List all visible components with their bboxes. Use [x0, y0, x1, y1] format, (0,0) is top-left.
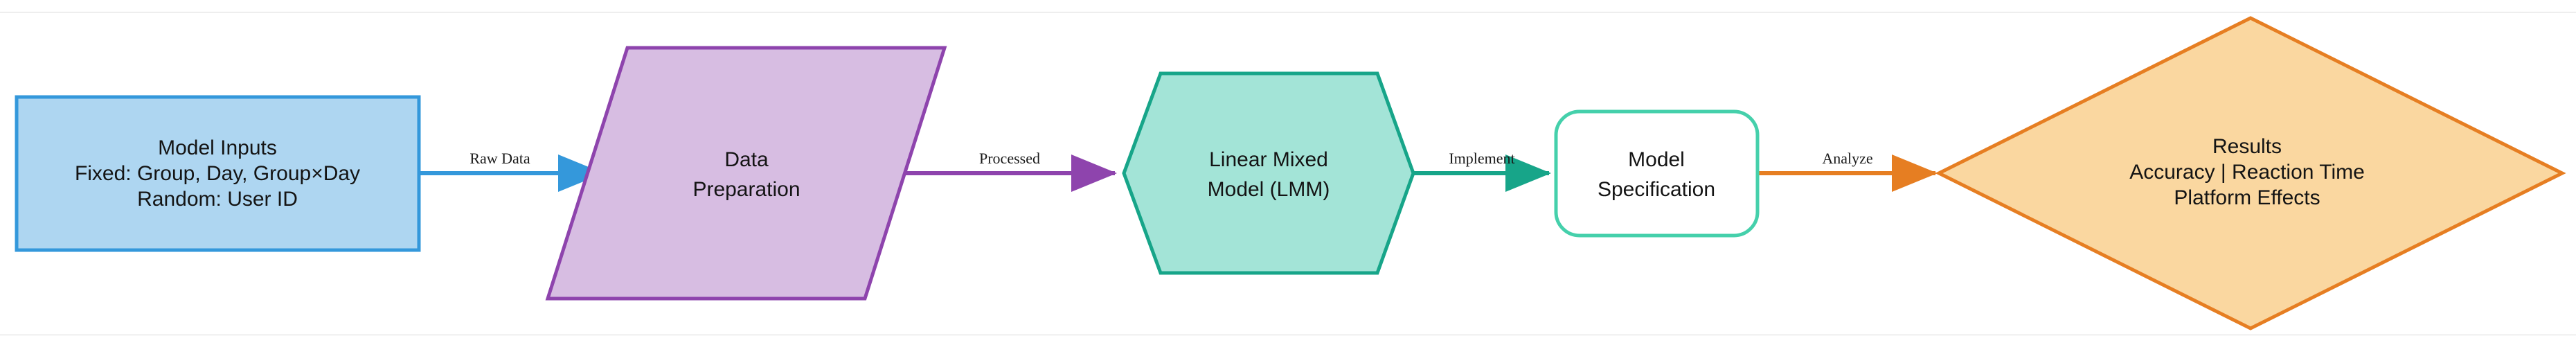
model-inputs-shape[interactable]: [15, 95, 421, 252]
linear-mixed-model-line-2: Model (LMM): [1208, 178, 1330, 201]
data-preparation-line-1: Data: [724, 148, 769, 171]
edge-processed: Processed: [904, 150, 1117, 192]
node-linear-mixed-model[interactable]: Linear Mixed Model (LMM): [1122, 71, 1415, 275]
edge-implement-label: Implement: [1449, 150, 1514, 167]
model-inputs-line-1: Model Inputs: [158, 136, 277, 159]
model-inputs-line-2: Fixed: Group, Day, Group×Day: [75, 162, 360, 185]
data-preparation-line-2: Preparation: [692, 178, 800, 201]
data-preparation-shape[interactable]: [545, 46, 947, 301]
node-results[interactable]: Results Accuracy | Reaction Time Platfor…: [1935, 16, 2566, 330]
results-line-1: Results: [2212, 135, 2282, 158]
edge-implement: Implement: [1414, 150, 1551, 192]
node-data-preparation[interactable]: Data Preparation: [545, 46, 947, 301]
linear-mixed-model-shape[interactable]: [1122, 71, 1415, 275]
model-inputs-line-3: Random: User ID: [137, 188, 298, 211]
node-model-inputs[interactable]: Model Inputs Fixed: Group, Day, Group×Da…: [15, 95, 421, 252]
node-model-specification[interactable]: Model Specification: [1554, 109, 1760, 238]
edge-raw-data-label: Raw Data: [469, 150, 530, 167]
results-line-2: Accuracy | Reaction Time: [2129, 161, 2365, 184]
edge-analyze-label: Analyze: [1822, 150, 1872, 167]
edge-raw-data: Raw Data: [420, 150, 604, 192]
model-specification-shape[interactable]: [1554, 109, 1760, 238]
model-specification-line-2: Specification: [1598, 178, 1715, 201]
results-shape[interactable]: [1935, 16, 2566, 330]
edge-analyze: Analyze: [1759, 150, 1938, 192]
model-specification-line-1: Model: [1628, 148, 1685, 171]
edge-processed-label: Processed: [979, 150, 1040, 167]
linear-mixed-model-line-1: Linear Mixed: [1209, 148, 1328, 171]
results-line-3: Platform Effects: [2174, 186, 2320, 209]
